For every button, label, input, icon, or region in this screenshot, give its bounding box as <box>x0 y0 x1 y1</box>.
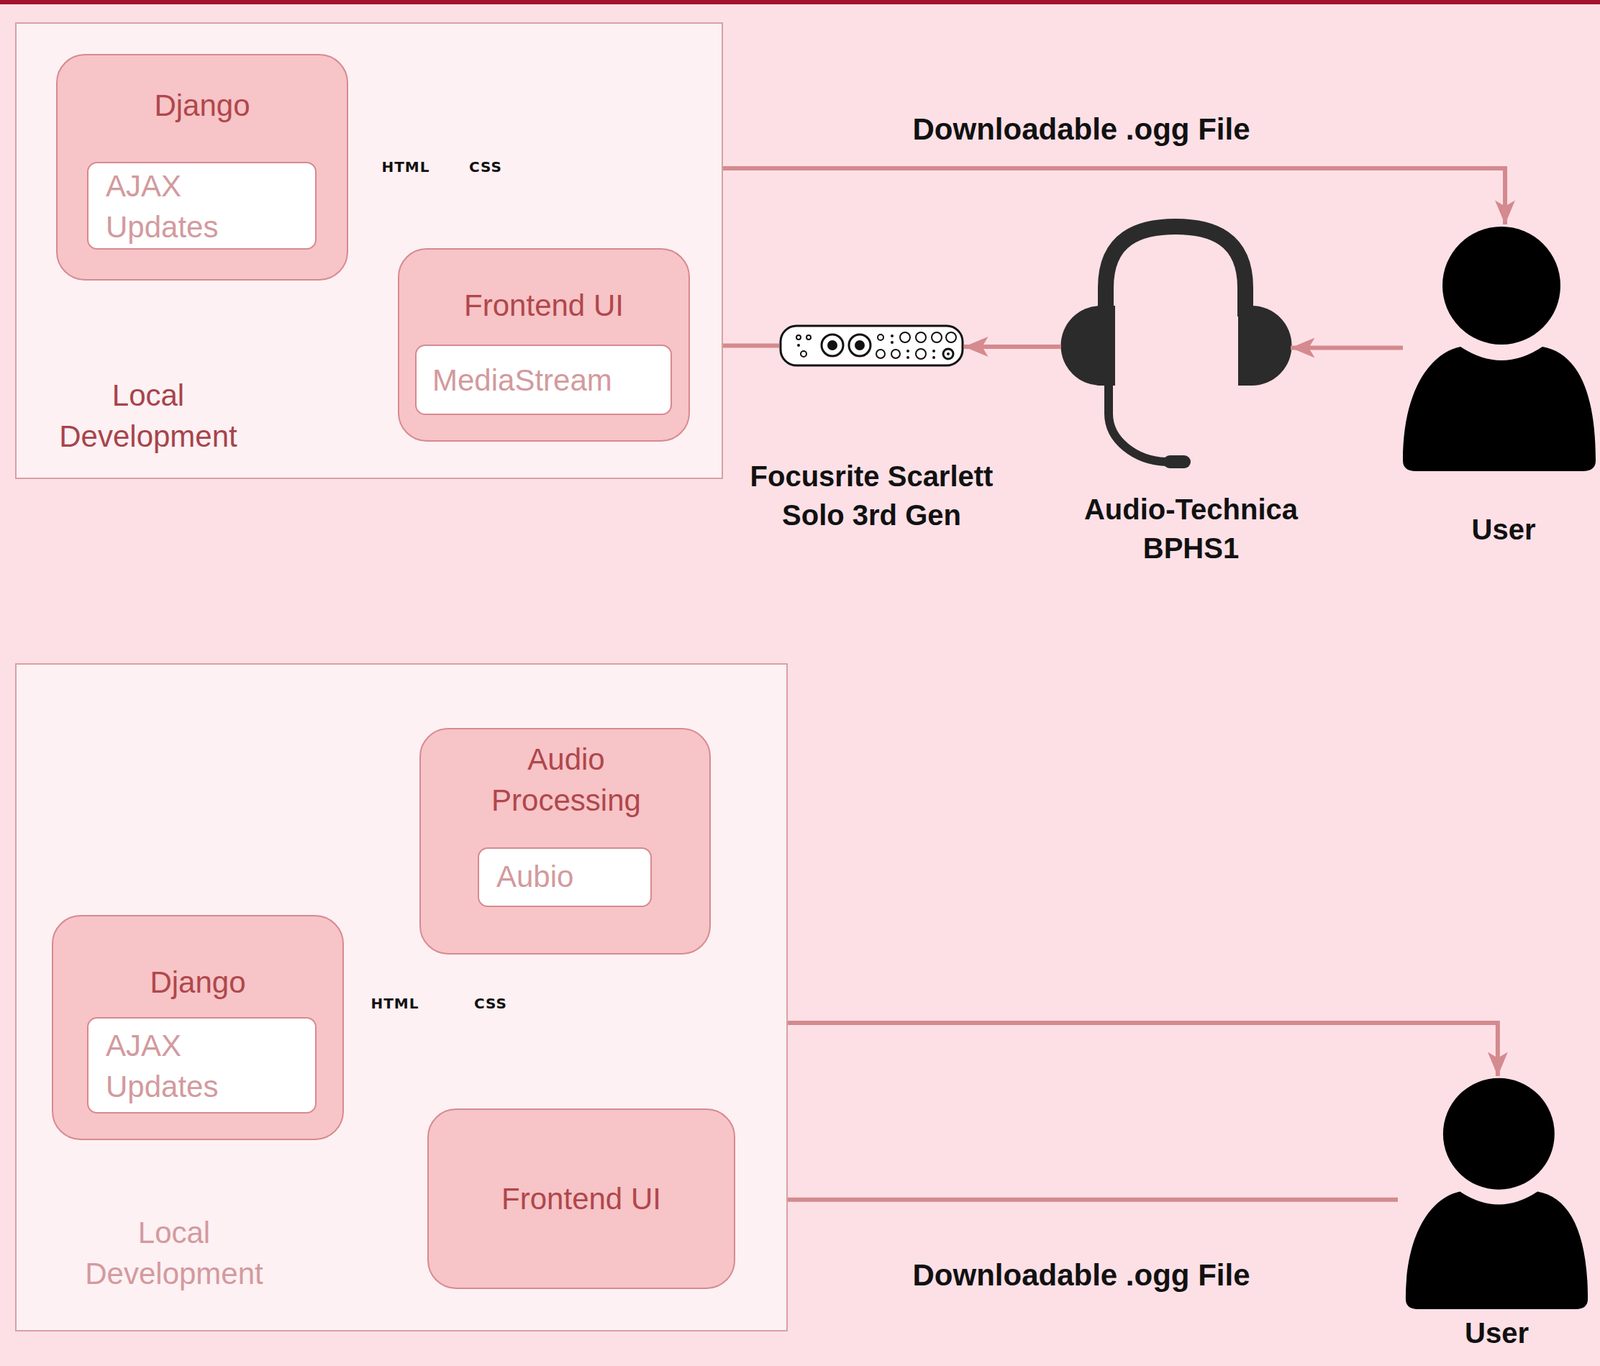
logo-caption: CSS <box>469 158 503 175</box>
audio-interface-icon <box>780 325 963 366</box>
logo-caption: CSS <box>474 995 508 1012</box>
device-label: Audio-Technica BPHS1 <box>1040 489 1343 568</box>
audio-interface: Focusrite Scarlett Solo 3rd Gen <box>779 324 965 367</box>
component-title: Audio Processing <box>465 739 667 821</box>
region-label: Local Development <box>25 375 271 457</box>
feature-box: Aubio <box>477 847 652 908</box>
component-title: Frontend UI <box>428 1179 734 1221</box>
environment-region: Local Development DjangoAJAX UpdatesFront… <box>15 22 724 480</box>
component-box: DjangoAJAX Updates <box>51 915 344 1141</box>
component-title: Django <box>57 85 347 127</box>
component-title: Frontend UI <box>399 285 689 327</box>
feature-label: AJAX Updates <box>105 166 272 248</box>
user-actor: User <box>1397 1076 1596 1310</box>
device-label: Focusrite Scarlett Solo 3rd Gen <box>749 456 995 535</box>
actor-label: User <box>1424 510 1583 549</box>
logo-caption: HTML <box>381 158 430 175</box>
feature-box: MediaStream <box>415 344 672 416</box>
user-icon <box>1405 1078 1588 1310</box>
headset: Audio-Technica BPHS1 <box>1061 224 1291 470</box>
feature-label: Aubio <box>496 856 634 898</box>
component-box: Frontend UI MediaStream <box>397 248 690 442</box>
component-box: Frontend UI <box>427 1108 736 1290</box>
region-label: Local Development <box>51 1212 297 1295</box>
connector-arrow <box>964 344 1062 349</box>
user-actor: User <box>1402 224 1596 472</box>
top-bar <box>0 0 1600 5</box>
edge-label: Downloadable .ogg File <box>912 111 1250 148</box>
headset-icon <box>1061 226 1293 469</box>
connector-arrow <box>735 1197 1398 1203</box>
component-title: Django <box>53 962 343 1004</box>
edge-label: Downloadable .ogg File <box>912 1257 1250 1294</box>
logo-caption: HTML <box>370 995 419 1012</box>
actor-label: User <box>1417 1313 1577 1353</box>
feature-label: MediaStream <box>432 360 655 402</box>
feature-box: AJAX Updates <box>87 1017 317 1114</box>
user-icon <box>1402 226 1596 472</box>
connector-arrow <box>1290 346 1403 351</box>
component-box: Audio ProcessingAubio <box>419 728 711 955</box>
component-box: DjangoAJAX Updates <box>56 53 349 281</box>
feature-box: AJAX Updates <box>87 161 317 250</box>
feature-label: AJAX Updates <box>105 1025 272 1108</box>
